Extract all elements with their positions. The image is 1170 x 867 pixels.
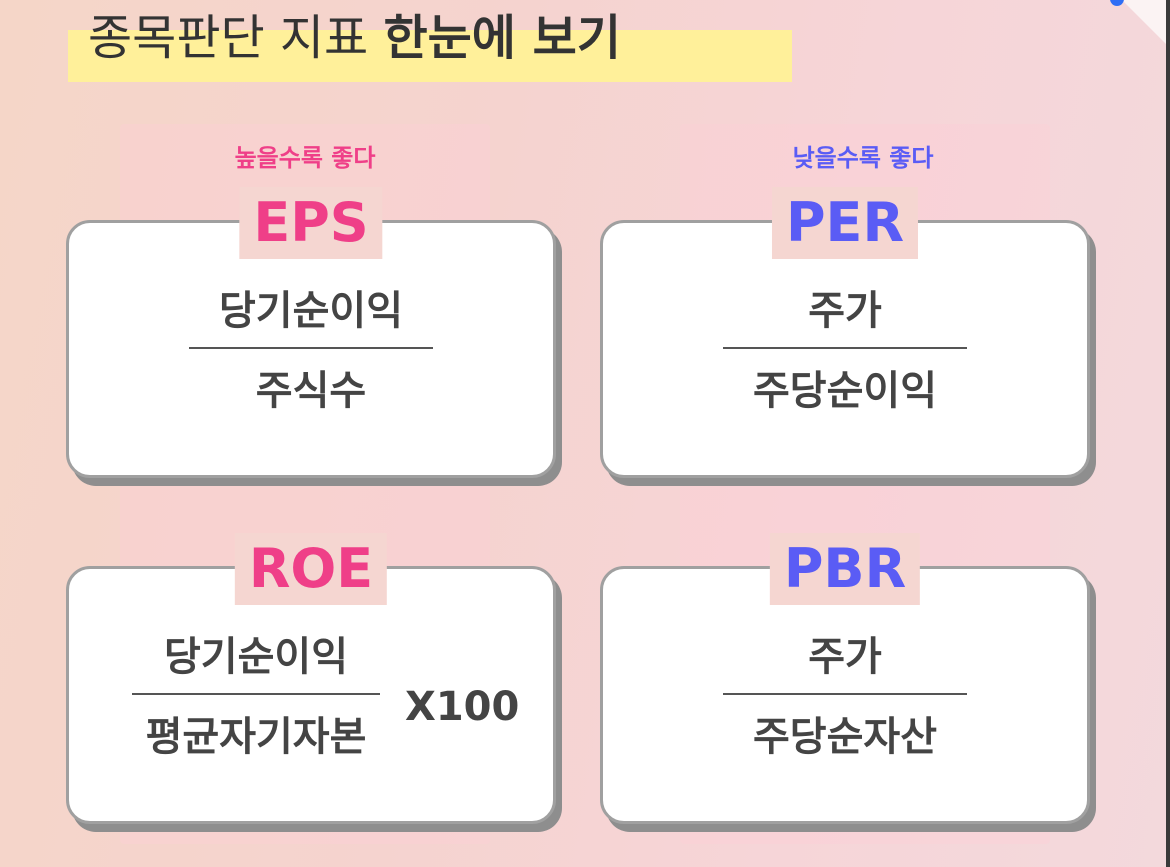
roe-numerator: 당기순이익 <box>164 634 348 680</box>
per-card: PER 주가 주당순이익 <box>600 187 1090 478</box>
roe-label: ROE <box>234 533 388 605</box>
page-title-regular: 종목판단 지표 <box>88 10 384 66</box>
tagline-high-good: 높을수록 좋다 <box>234 144 376 172</box>
title-highlight <box>68 30 792 82</box>
title-block: 종목판단 지표 한눈에 보기 <box>68 0 792 84</box>
page-title-bold: 한눈에 보기 <box>383 10 621 66</box>
eps-label: EPS <box>239 187 383 259</box>
page-title: 종목판단 지표 한눈에 보기 <box>88 2 621 74</box>
eps-formula: 당기순이익 주식수 <box>69 283 553 419</box>
roe-card: ROE 당기순이익 평균자기자본 X100 <box>66 533 556 824</box>
per-denominator: 주당순이익 <box>753 368 937 414</box>
pbr-denominator: 주당순자산 <box>753 714 937 760</box>
corner-dot-icon <box>1110 0 1124 6</box>
roe-denominator: 평균자기자본 <box>145 714 367 760</box>
pbr-formula: 주가 주당순자산 <box>603 629 1087 765</box>
per-formula: 주가 주당순이익 <box>603 283 1087 419</box>
page-corner-fold <box>1122 0 1166 44</box>
roe-multiplier: X100 <box>405 684 520 730</box>
pbr-card: PBR 주가 주당순자산 <box>600 533 1090 824</box>
roe-formula: 당기순이익 평균자기자본 <box>131 629 381 765</box>
tagline-low-good: 낮을수록 좋다 <box>792 144 934 172</box>
pbr-label: PBR <box>769 533 921 605</box>
roe-fraction-bar <box>132 693 380 695</box>
pbr-fraction-bar <box>723 693 967 695</box>
per-numerator: 주가 <box>808 288 882 334</box>
eps-denominator: 주식수 <box>255 368 367 414</box>
pbr-numerator: 주가 <box>808 634 882 680</box>
per-label: PER <box>771 187 919 259</box>
window-edge <box>1166 0 1170 867</box>
eps-numerator: 당기순이익 <box>219 288 403 334</box>
per-fraction-bar <box>723 347 967 349</box>
eps-card: EPS 당기순이익 주식수 <box>66 187 556 478</box>
eps-fraction-bar <box>189 347 433 349</box>
